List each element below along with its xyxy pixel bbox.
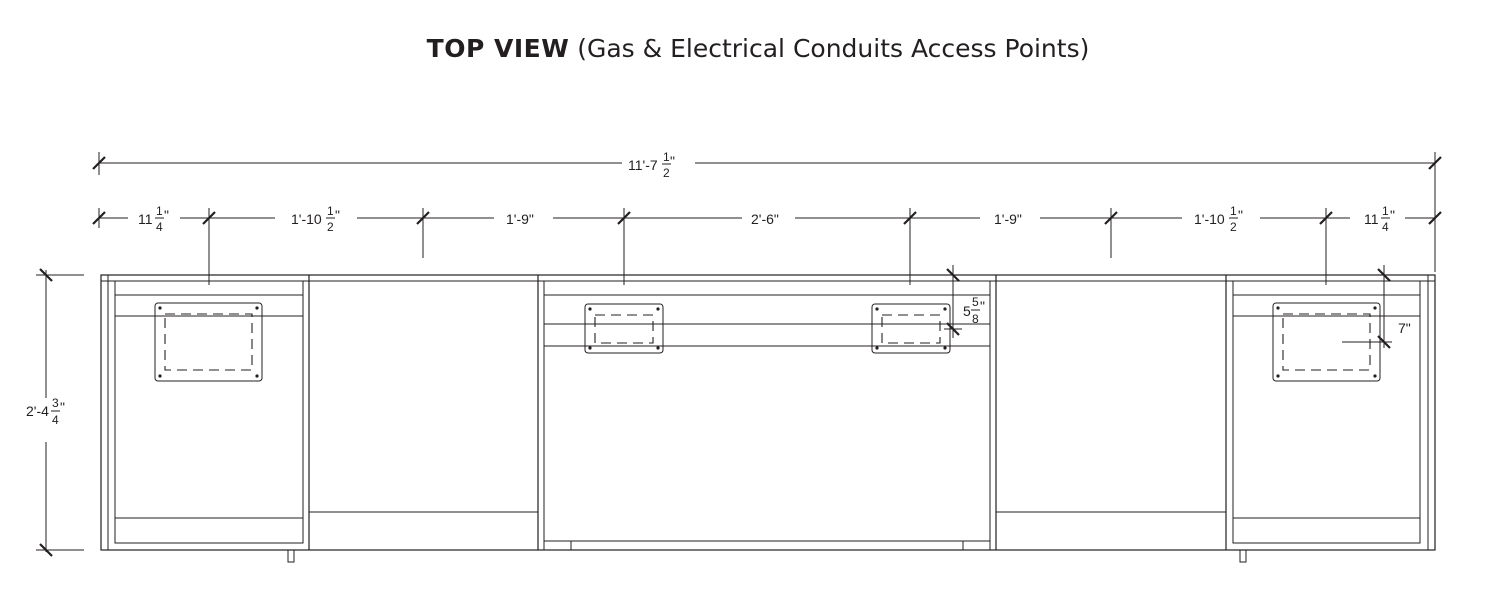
- title-main: TOP VIEW: [426, 34, 570, 63]
- segment-6-unit: ": [1390, 207, 1395, 223]
- segment-5-unit: ": [1238, 207, 1243, 223]
- depth-num: 3: [52, 396, 59, 410]
- segment-1-den: 2: [327, 220, 334, 234]
- depth-den: 4: [52, 413, 59, 427]
- segment-6-num: 1: [1382, 204, 1389, 218]
- side-offset-label: 7": [1398, 320, 1411, 336]
- segment-6-whole: 11: [1364, 211, 1379, 227]
- title-subtitle: (Gas & Electrical Conduits Access Points…: [577, 34, 1090, 63]
- left-blank-module: [309, 280, 538, 513]
- conduit-offset-dimension: 5 5 8 ": [944, 265, 985, 338]
- segment-0-num: 1: [156, 204, 163, 218]
- conduit-offset-unit: ": [980, 298, 985, 314]
- right-module: [1232, 280, 1421, 563]
- conduit-offset-num: 5: [972, 295, 979, 309]
- segment-6-den: 4: [1382, 220, 1389, 234]
- segment-0-whole: 11: [138, 211, 153, 227]
- overall-width-den: 2: [663, 166, 670, 180]
- segment-1-whole: 1'-10: [291, 211, 322, 227]
- segment-dimensions: 11 1 4 " 1'-10 1 2 " 1'-9" 2'-6" 1'-9" 1…: [92, 204, 1442, 285]
- segment-0-unit: ": [164, 207, 169, 223]
- left-module: [114, 280, 304, 563]
- right-blank-module: [996, 280, 1226, 513]
- segment-0-den: 4: [156, 220, 163, 234]
- side-offset-dimension: 7": [1342, 265, 1411, 349]
- segment-1-num: 1: [327, 204, 334, 218]
- depth-unit: ": [60, 399, 65, 415]
- depth-whole: 2'-4: [26, 403, 49, 419]
- cabinet-body: [100, 274, 1436, 563]
- segment-5-num: 1: [1230, 204, 1237, 218]
- segment-2-whole: 1'-9": [506, 211, 534, 227]
- segment-5-den: 2: [1230, 220, 1237, 234]
- segment-3-whole: 2'-6": [751, 211, 779, 227]
- overall-width-unit: ": [670, 153, 675, 169]
- diagram-title: TOP VIEW (Gas & Electrical Conduits Acce…: [0, 34, 1498, 63]
- segment-1-unit: ": [335, 207, 340, 223]
- segment-5-whole: 1'-10: [1194, 211, 1225, 227]
- depth-dimension: 2'-4 3 4 ": [26, 268, 84, 557]
- overall-width-whole: 11'-7: [628, 157, 658, 173]
- access-plate-center-left: [584, 303, 664, 354]
- access-plate-left: [154, 302, 263, 382]
- center-module: [544, 294, 990, 550]
- segment-4-whole: 1'-9": [994, 211, 1022, 227]
- conduit-offset-den: 8: [972, 312, 979, 326]
- overall-width-dimension: 11'-7 1 2 ": [92, 150, 1442, 272]
- conduit-offset-whole: 5: [963, 303, 971, 319]
- overall-width-num: 1: [663, 150, 670, 164]
